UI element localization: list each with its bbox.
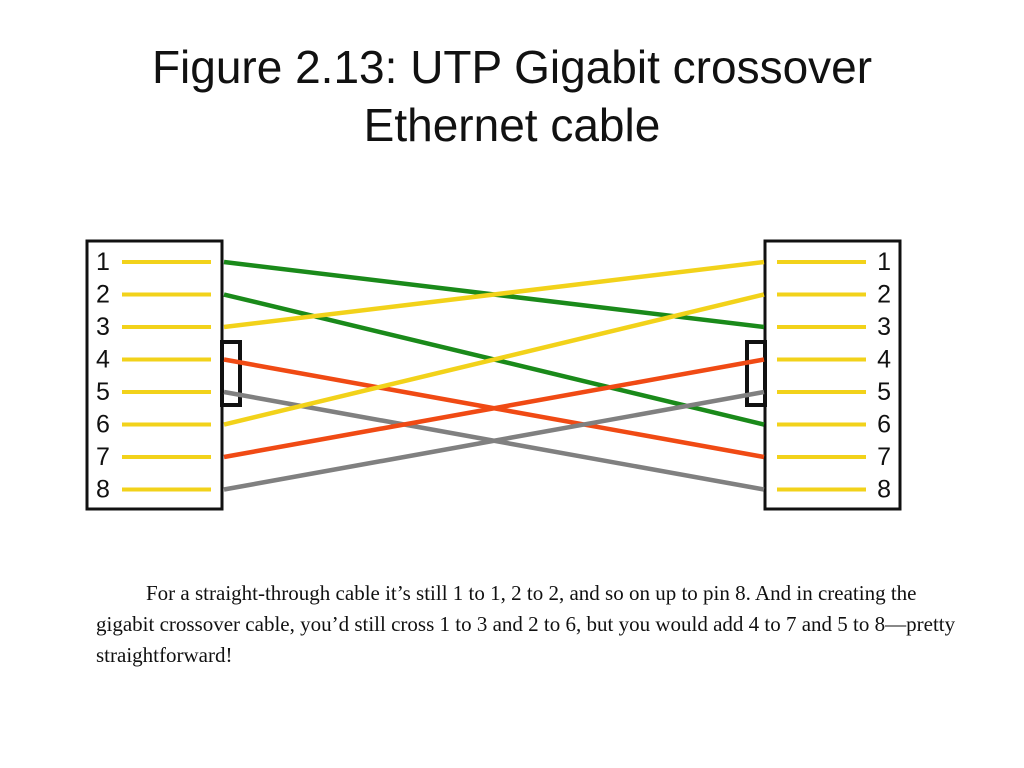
left-connector	[85, 239, 224, 511]
title-line-2: Ethernet cable	[363, 99, 661, 151]
right-pin-label: 3	[877, 313, 891, 341]
pin-labels: 1 2 3 4 5 6 7 8 1 2 3 4 5 6 7 8	[96, 248, 891, 504]
left-pin-label: 4	[96, 346, 110, 374]
caption-text: For a straight-through cable it’s still …	[96, 581, 956, 667]
left-pin-label: 8	[96, 476, 110, 504]
right-pin-label: 4	[877, 346, 891, 374]
right-pin-label: 8	[877, 476, 891, 504]
wire-8-to-5	[223, 389, 765, 492]
crossover-wires	[223, 259, 765, 492]
title-line-1: Figure 2.13: UTP Gigabit crossover	[151, 41, 873, 93]
left-pin-label: 1	[96, 248, 110, 276]
slide-title: Figure 2.13: UTP Gigabit crossover Ether…	[0, 38, 1024, 154]
left-pin-label: 3	[96, 313, 110, 341]
right-connector-latch	[745, 340, 767, 407]
right-pin-label: 2	[877, 281, 891, 309]
left-pin-label: 2	[96, 281, 110, 309]
right-pin-label: 7	[877, 443, 891, 471]
wire-3-to-1	[223, 259, 765, 330]
pin-stubs	[122, 260, 866, 492]
right-pin-label: 6	[877, 411, 891, 439]
wire-6-to-2	[223, 292, 765, 427]
wire-7-to-4	[223, 357, 765, 460]
left-pin-label: 7	[96, 443, 110, 471]
left-pin-label: 6	[96, 411, 110, 439]
right-pin-label: 5	[877, 378, 891, 406]
left-pin-label: 5	[96, 378, 110, 406]
right-pin-label: 1	[877, 248, 891, 276]
